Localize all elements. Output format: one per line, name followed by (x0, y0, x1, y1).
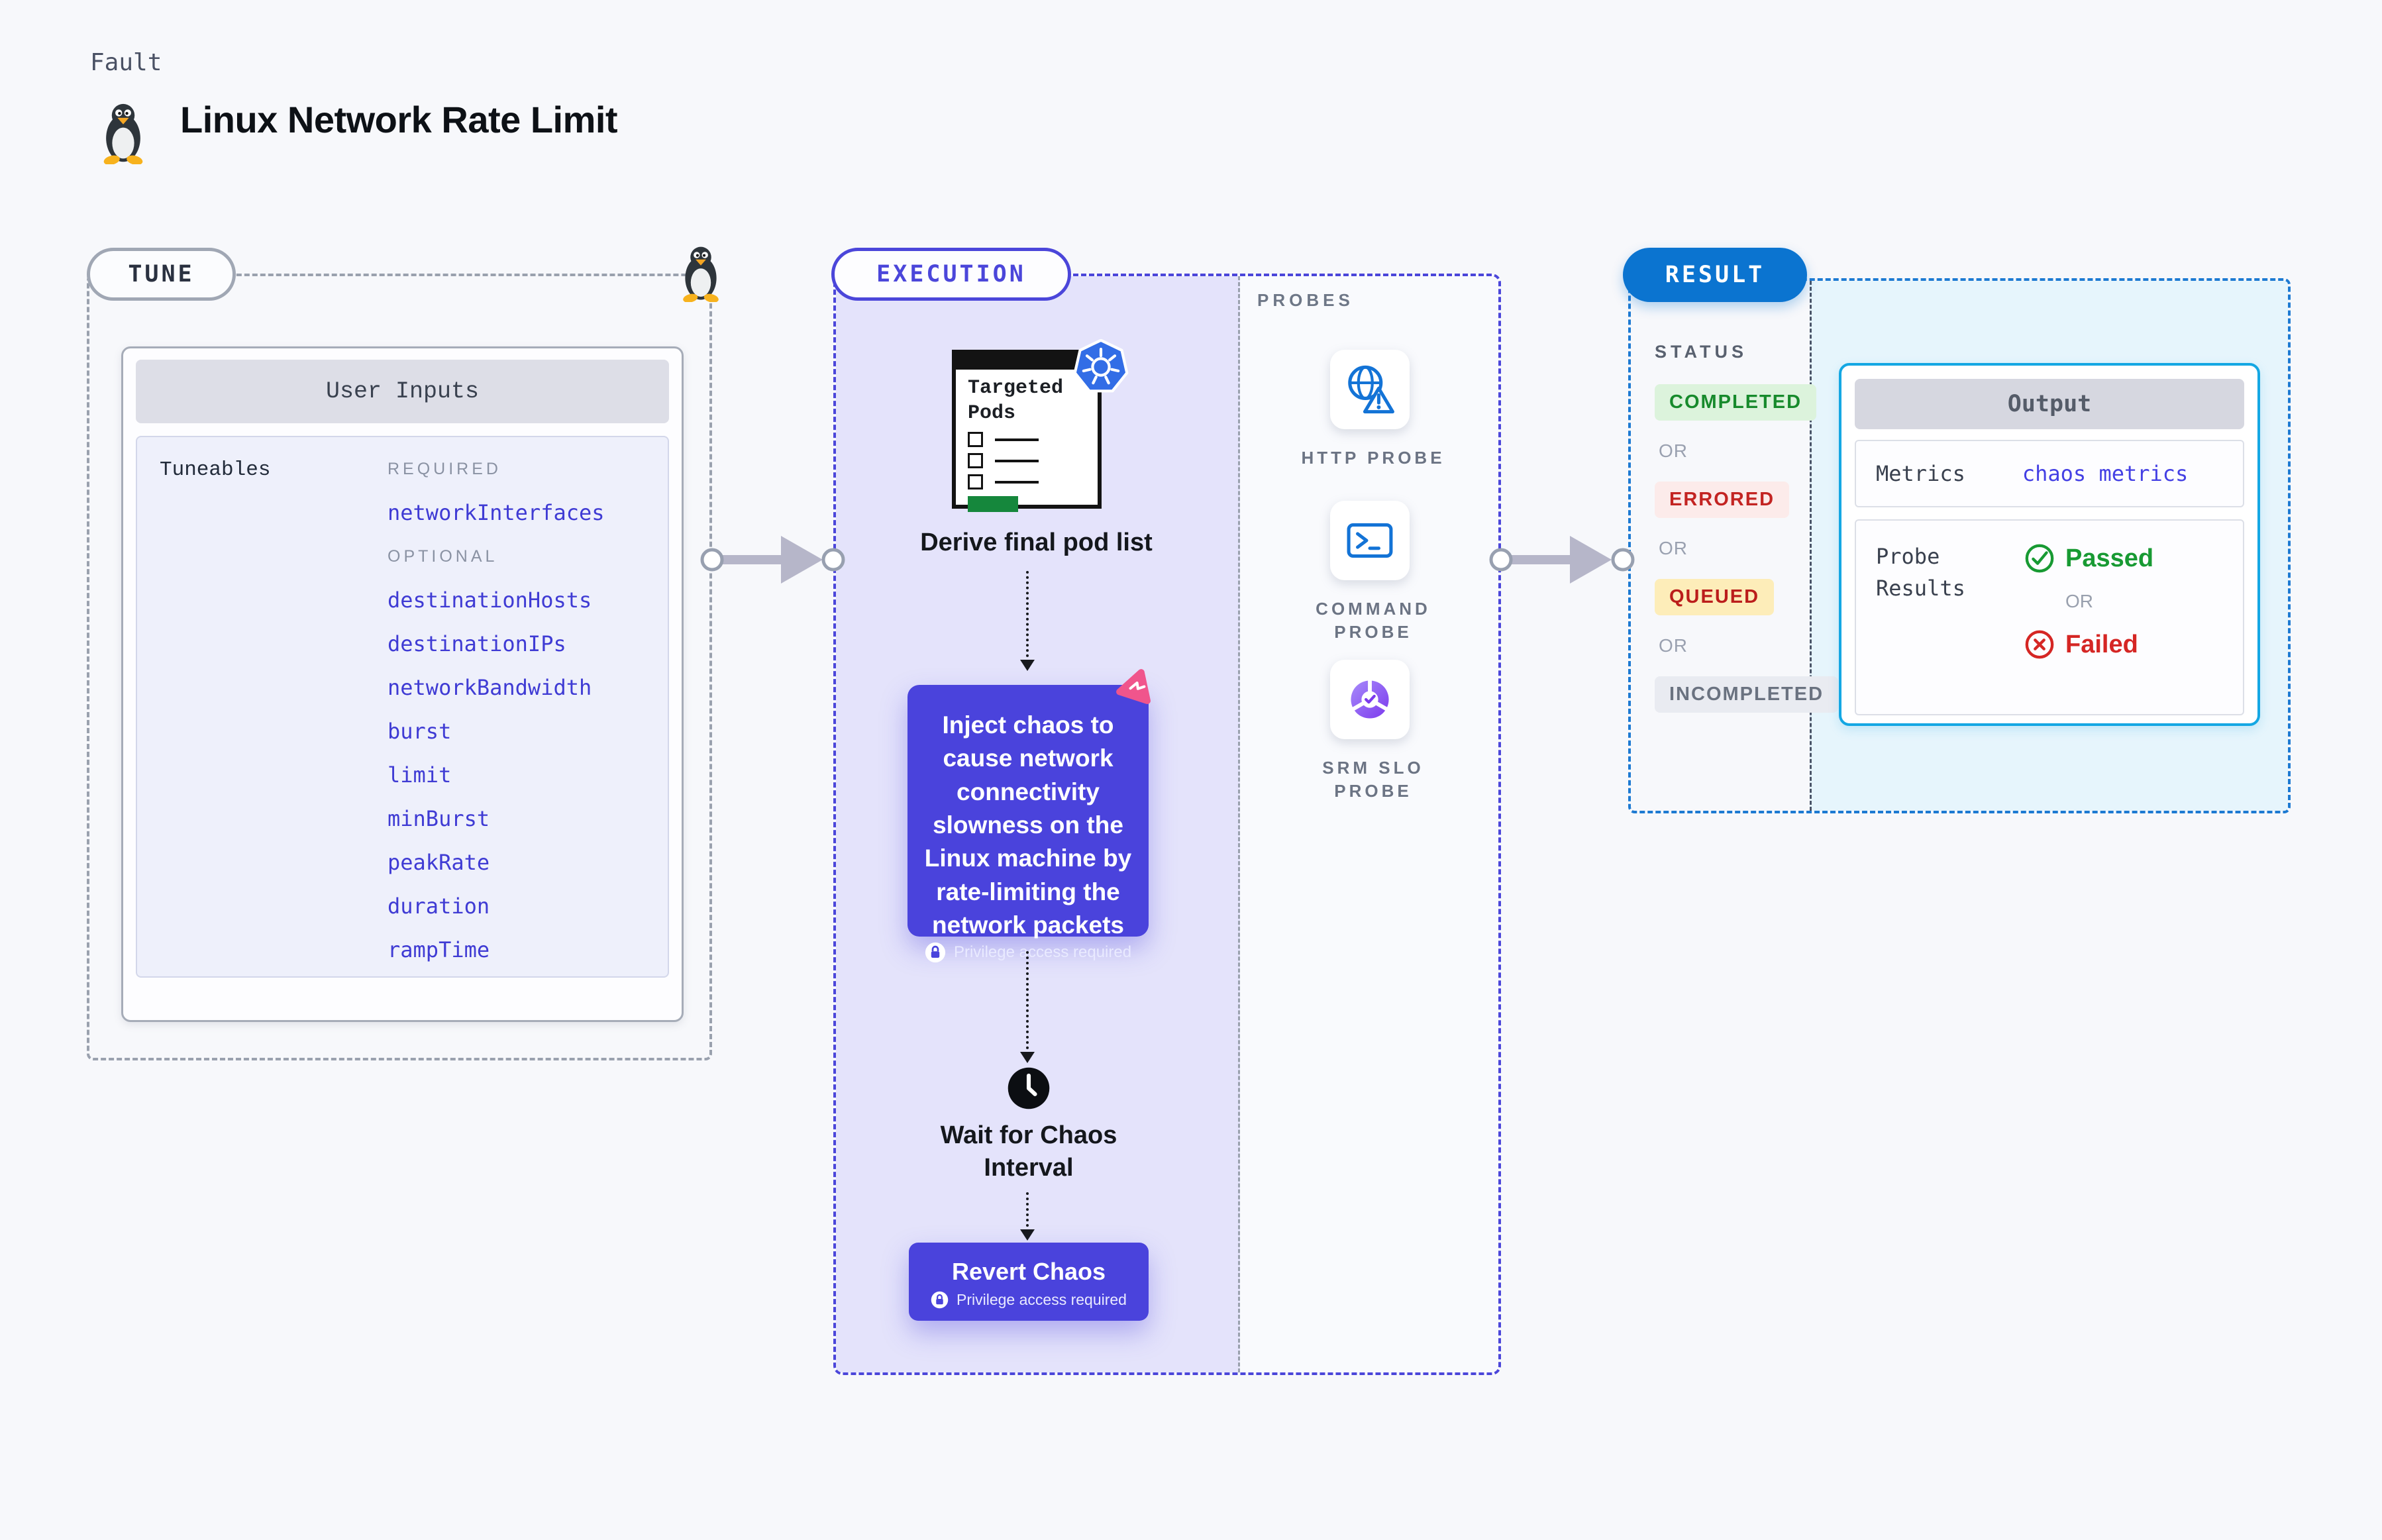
tuneables-list: REQUIRED networkInterfaces OPTIONAL dest… (388, 456, 605, 980)
status-label: STATUS (1655, 342, 1747, 362)
probe-results-label: Probe Results (1876, 544, 1965, 601)
status-badge-queued: QUEUED (1655, 579, 1775, 615)
or-label: OR (1659, 635, 1688, 656)
tune-section (87, 274, 712, 1060)
status-list: COMPLETED OR ERRORED OR QUEUED OR INCOMP… (1655, 384, 1839, 733)
tuneable-link[interactable]: destinationIPs (388, 631, 566, 656)
x-circle-icon (2025, 630, 2054, 659)
passed-label: Passed (2065, 544, 2154, 572)
targeted-pods-label: Targeted Pods (968, 377, 1064, 425)
chaos-fault-icon (1116, 669, 1151, 705)
status-badge-completed: COMPLETED (1655, 384, 1817, 421)
revert-chaos-step: Revert Chaos Privilege access required (909, 1243, 1149, 1321)
text-line (995, 438, 1039, 441)
inject-chaos-text: Inject chaos to cause network connectivi… (924, 711, 1132, 939)
command-probe-card (1330, 501, 1410, 580)
lock-icon (931, 1291, 949, 1308)
lock-icon (925, 943, 946, 963)
flow-connector (1026, 571, 1029, 657)
flow-connector (1026, 951, 1029, 1049)
tuneable-link[interactable]: rampTime (388, 937, 490, 962)
metrics-value-link[interactable]: chaos metrics (2022, 461, 2189, 486)
tuneable-link[interactable]: duration (388, 894, 490, 919)
optional-label: OPTIONAL (388, 546, 498, 566)
checkbox-icon (968, 474, 983, 489)
srm-slo-probe-label: SRM SLO PROBE (1322, 758, 1424, 801)
failed-row: Failed (2024, 629, 2153, 660)
page-title: Linux Network Rate Limit (180, 99, 618, 140)
pod-checklist-row (968, 453, 1098, 468)
flow-connector (1026, 1192, 1029, 1227)
execution-badge: EXECUTION (831, 248, 1071, 301)
failed-label: Failed (2065, 630, 2138, 658)
tuneable-link[interactable]: peakRate (388, 850, 490, 875)
clock-icon (1008, 1067, 1050, 1109)
http-probe-label: HTTP PROBE (1301, 448, 1445, 468)
privilege-row: Privilege access required (925, 942, 1131, 963)
wait-chaos-interval-label: Wait for Chaos Interval (940, 1121, 1117, 1182)
command-probe-label: COMMAND PROBE (1316, 599, 1431, 642)
check-circle-icon (2025, 544, 2054, 573)
status-badge-errored: ERRORED (1655, 482, 1790, 518)
tuneable-link[interactable]: burst (388, 719, 452, 744)
tuneable-link[interactable]: destinationHosts (388, 588, 592, 613)
http-probe-card (1330, 350, 1410, 429)
metrics-row: Metrics chaos metrics (1855, 440, 2244, 507)
probes-label: PROBES (1257, 290, 1354, 310)
probe-results-row: Probe Results Passed OR Failed (1855, 519, 2244, 715)
flow-arrow (1489, 536, 1635, 584)
arrow-down-icon (1020, 1229, 1035, 1241)
srm-slo-probe-icon (1350, 678, 1390, 719)
or-label: OR (1659, 440, 1688, 461)
tuneables-label: Tuneables (160, 458, 271, 482)
tuneables-panel (136, 436, 669, 978)
tuneable-link[interactable]: networkInterfaces (388, 500, 605, 525)
required-label: REQUIRED (388, 459, 501, 478)
derive-pod-list-label: Derive final pod list (920, 529, 1153, 556)
user-inputs-title: User Inputs (136, 360, 669, 423)
green-button-bar (968, 496, 1018, 512)
flow-arrow (700, 536, 845, 584)
tune-badge: TUNE (87, 248, 236, 301)
revert-chaos-text: Revert Chaos (951, 1257, 1106, 1285)
passed-row: Passed (2024, 543, 2153, 574)
tuneable-link[interactable]: limit (388, 762, 452, 788)
or-label: OR (2065, 591, 2093, 611)
pod-checklist-row (968, 474, 1098, 489)
privilege-text: Privilege access required (953, 943, 1132, 962)
metrics-label: Metrics (1876, 461, 1965, 486)
window-titlebar (956, 354, 1098, 370)
privilege-row: Privilege access required (931, 1291, 1127, 1309)
output-title: Output (1855, 379, 2244, 429)
linux-penguin-icon (683, 246, 719, 302)
linux-penguin-icon (103, 103, 143, 164)
tuneable-link[interactable]: networkBandwidth (388, 675, 592, 700)
inject-chaos-step: Inject chaos to cause network connectivi… (907, 685, 1149, 963)
pod-checklist-row (968, 432, 1098, 447)
status-badge-incompleted: INCOMPLETED (1655, 676, 1839, 713)
checkbox-icon (968, 432, 983, 447)
kubernetes-icon (1073, 339, 1129, 393)
srm-slo-probe-card (1330, 660, 1410, 739)
arrow-down-icon (1020, 660, 1035, 671)
checkbox-icon (968, 453, 983, 468)
probe-results-values: Passed OR Failed (2024, 540, 2153, 694)
privilege-text: Privilege access required (957, 1290, 1127, 1308)
output-card: Output Metrics chaos metrics Probe Resul… (1839, 363, 2260, 726)
tuneable-link[interactable]: minBurst (388, 806, 490, 831)
text-line (995, 459, 1039, 462)
http-probe-icon (1348, 365, 1394, 414)
targeted-pods-graphic: Targeted Pods (952, 350, 1102, 512)
fault-kicker: Fault (90, 49, 162, 76)
command-probe-icon (1347, 523, 1393, 558)
result-badge: RESULT (1623, 248, 1807, 302)
or-label: OR (1659, 538, 1688, 558)
text-line (995, 480, 1039, 484)
arrow-down-icon (1020, 1052, 1035, 1063)
